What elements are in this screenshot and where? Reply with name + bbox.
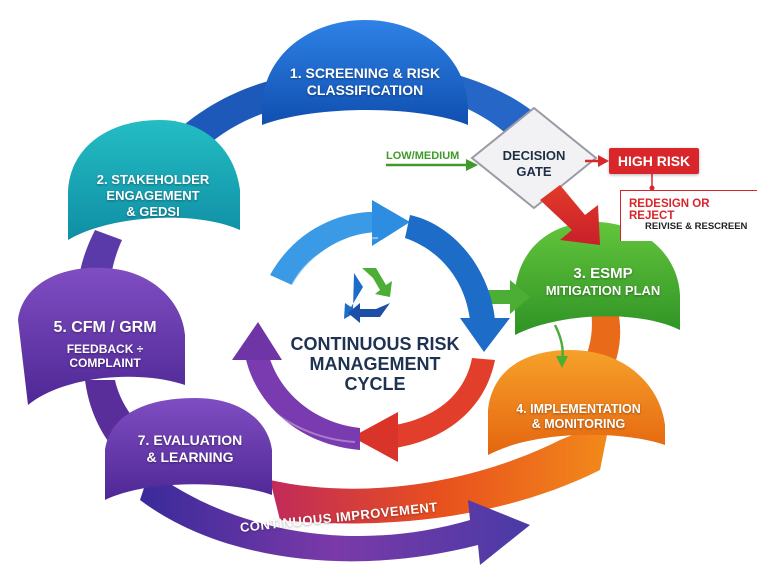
stage-7-label: 7. EVALUATION & LEARNING [115, 432, 265, 466]
inner-ring-highlight-2 [259, 399, 356, 443]
stage-5-blob [18, 267, 185, 405]
stage-3-label: 3. ESMP MITIGATION PLAN [528, 265, 678, 299]
stage-3-line1: 3. ESMP [573, 265, 633, 282]
center-line1: CONTINUOUS RISK [290, 334, 460, 354]
high-risk-arrowhead [598, 155, 609, 167]
stage-4-blob [488, 350, 665, 455]
stage-1-blob [262, 20, 468, 125]
high-risk-badge: HIGH RISK [609, 148, 699, 174]
center-line2: MANAGEMENT [309, 353, 441, 374]
stage-2-line2: ENGAGEMENT [106, 187, 200, 203]
gate-line1: DECISION [502, 148, 566, 163]
inner-ring-red [395, 358, 495, 448]
inner-ring-blue-right [405, 215, 495, 320]
stage-5-line3: COMPLAINT [69, 356, 141, 371]
stage-3-line2: MITIGATION PLAN [545, 283, 661, 299]
bottom-orange-band [270, 420, 610, 524]
stage-7-line1: 7. EVALUATION [137, 432, 243, 448]
inner-ring-highlight [289, 237, 379, 291]
stage-4-line1: 4. IMPLEMENTATION [516, 402, 641, 416]
recycle-icon [344, 268, 392, 323]
stage-2-blob [68, 120, 240, 240]
stage-5-label: 5. CFM / GRM FEEDBACK ÷ COMPLAINT [30, 318, 180, 371]
gate-to-esmp-arrow [540, 185, 600, 245]
stage-1-line1: 1. SCREENING & RISK [289, 65, 441, 81]
low-medium-label: LOW/MEDIUM [386, 150, 460, 162]
stage-5-line1: 5. CFM / GRM [53, 319, 157, 336]
stage-3-blob [515, 221, 680, 335]
gate-line2: GATE [516, 164, 552, 180]
stage-4-label: 4. IMPLEMENTATION & MONITORING [496, 402, 661, 433]
stage-5-line2: FEEDBACK ÷ [66, 341, 144, 356]
stage-4-line2: & MONITORING [531, 417, 626, 432]
inner-ring-right-head [460, 318, 510, 352]
stage-7-blob [105, 398, 272, 500]
inner-ring-blue-head [372, 200, 410, 246]
stage-1-line2: CLASSIFICATION [306, 82, 424, 99]
inner-to-esmp-arrow [488, 280, 530, 314]
continuous-improvement-arrow [140, 470, 530, 565]
low-medium-arrowhead [466, 159, 478, 171]
inner-ring-red-head [352, 412, 398, 462]
connector-dot [649, 185, 655, 191]
redesign-label: REDESIGN OR REJECT [629, 198, 710, 222]
revise-label: REIVISE & RESCREEN [645, 221, 748, 232]
inner-ring-purple [245, 352, 360, 450]
esmp-to-implementation-head [556, 356, 568, 368]
stage-2-label: 2. STAKEHOLDER ENGAGEMENT & GEDSI [78, 172, 228, 220]
stage-1-label: 1. SCREENING & RISK CLASSIFICATION [280, 65, 450, 99]
stage-2-line1: 2. STAKEHOLDER [96, 172, 210, 187]
center-line3: CYCLE [344, 373, 406, 394]
decision-gate-label: DECISION GATE [484, 148, 584, 181]
redesign-box [620, 190, 757, 241]
inner-ring-purple-head [232, 322, 282, 360]
inner-ring-blue-top [270, 211, 380, 285]
stage-2-line3: & GEDSI [126, 203, 180, 219]
decision-gate-diamond [470, 106, 598, 210]
center-title: CONTINUOUS RISK MANAGEMENT CYCLE [280, 334, 470, 394]
stage-7-line2: & LEARNING [146, 449, 234, 466]
